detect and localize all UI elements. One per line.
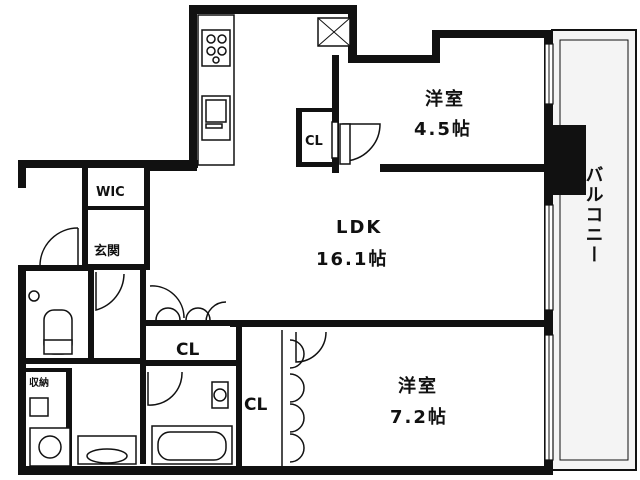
interior-walls — [18, 55, 546, 470]
bathtub-icon — [151, 425, 233, 465]
closet-center-label: CL — [176, 340, 199, 360]
sink-icon — [201, 95, 231, 141]
storage-label: 収納 — [29, 376, 49, 389]
doors — [39, 121, 381, 466]
windows — [544, 43, 554, 461]
bath-shelf-icon — [211, 381, 229, 409]
outer-walls — [18, 5, 586, 475]
closet-north-label: CL — [305, 134, 323, 149]
ldk-size: 16.1帖 — [316, 248, 388, 270]
washing-machine-icon — [29, 397, 71, 467]
toilet-icon — [28, 290, 73, 355]
stove-icon — [201, 29, 231, 67]
bedroom-north-size: 4.5帖 — [414, 118, 472, 140]
bedroom-north-name: 洋室 — [425, 88, 465, 110]
range-hood-icon — [317, 17, 351, 47]
ldk-name: LDK — [336, 217, 382, 238]
wic-label: WIC — [96, 185, 125, 200]
bedroom-south-name: 洋室 — [398, 375, 438, 397]
balcony-label: バルコニー — [583, 165, 604, 265]
entrance-label: 玄関 — [94, 243, 120, 259]
closet-south-label: CL — [244, 395, 267, 415]
balcony — [551, 29, 637, 471]
bedroom-south-size: 7.2帖 — [390, 406, 448, 428]
wash-basin-icon — [77, 435, 137, 465]
